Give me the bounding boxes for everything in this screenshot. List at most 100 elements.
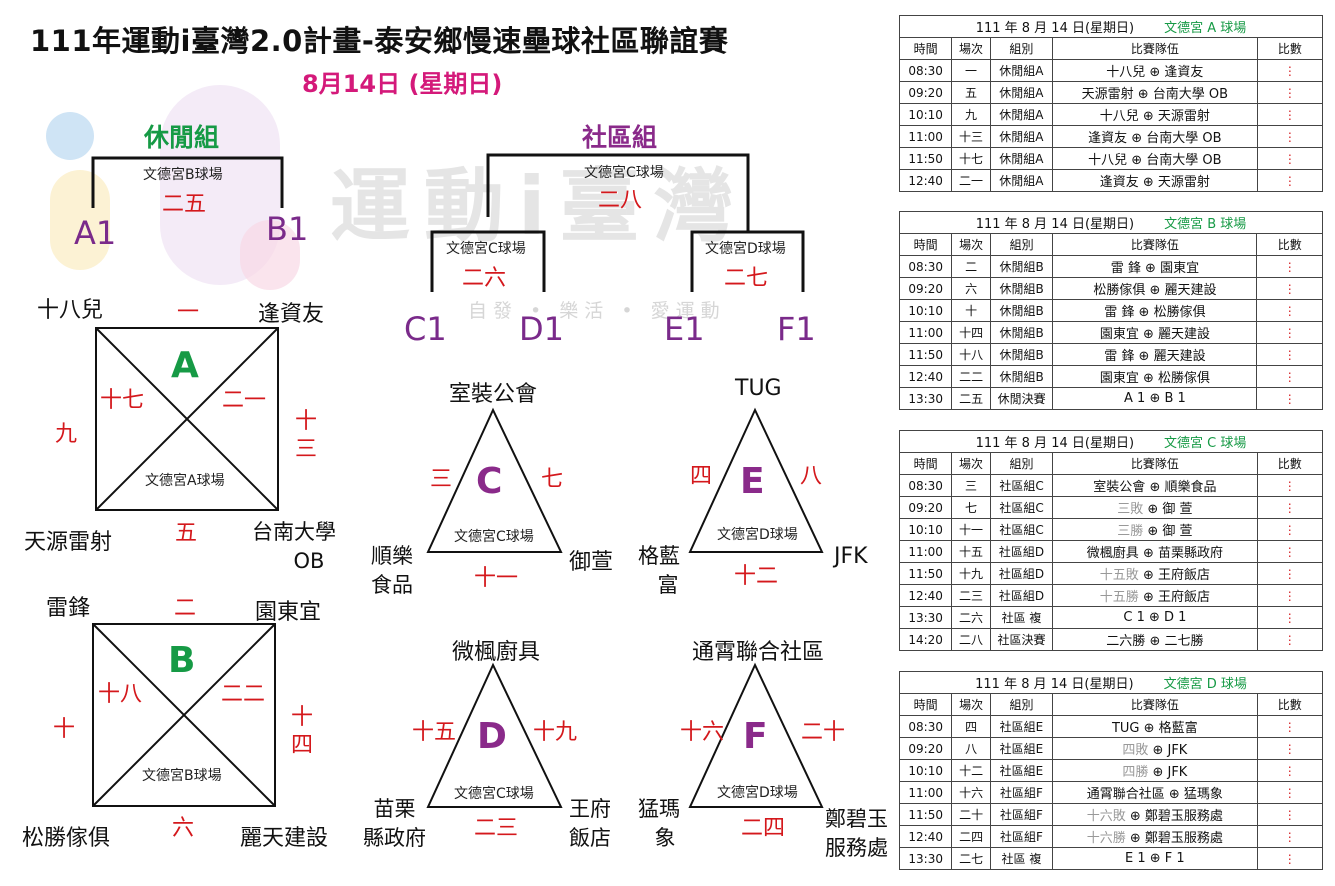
match-teams: 四敗 ⊕ JFK [1052, 737, 1258, 760]
versus-icon: ⊕ [1127, 153, 1147, 168]
home-team: 二六勝 [1106, 634, 1146, 649]
match-group: 休閒組B [989, 255, 1054, 278]
schedule-header-row: 111 年 8 月 14 日(星期日)文德宮 D 球場 [899, 671, 1323, 694]
match-no: 二六 [951, 606, 991, 629]
pool-c-team-top: 室裝公會 [449, 382, 538, 407]
match-no: 八 [951, 737, 991, 760]
match-time: 08:30 [898, 59, 953, 82]
pool-e-letter: E [740, 461, 765, 502]
away-team: JFK [1167, 743, 1188, 758]
column-header: 比賽隊伍 [1052, 452, 1258, 475]
home-team: 十八兒 [1099, 109, 1139, 124]
pool-d-team-top: 微楓廚具 [452, 640, 541, 665]
versus-icon: ⊕ [1164, 787, 1184, 802]
match-score: ⋮ [1256, 737, 1324, 760]
away-team: 麗天建設 [1158, 327, 1211, 342]
match-time: 13:30 [898, 606, 953, 629]
away-team: 鄭碧玉服務處 [1144, 809, 1223, 824]
away-team: 格藍富 [1158, 721, 1198, 736]
pool-a-letter: A [171, 345, 199, 386]
home-team: C 1 [1123, 610, 1145, 625]
versus-icon: ⊕ [1143, 524, 1163, 539]
match-no: 三 [951, 474, 991, 497]
home-team: 通霄聯合社區 [1086, 787, 1165, 802]
match-score: ⋮ [1256, 81, 1324, 104]
match-teams: 十六敗 ⊕ 鄭碧玉服務處 [1052, 803, 1258, 826]
home-team: 雷 鋒 [1104, 349, 1135, 364]
semi-right-venue: 文德宮D球場 [705, 241, 786, 257]
pool-e-team-br: JFK [834, 544, 868, 569]
match-score: ⋮ [1256, 474, 1324, 497]
pool-f-letter: F [743, 716, 768, 757]
pool-a-team-br-line2: OB [293, 549, 325, 573]
leisure-final-match-no: 二五 [162, 192, 207, 217]
match-score: ⋮ [1256, 518, 1324, 541]
pool-c-team-bl: 順樂 食品 [371, 542, 413, 600]
match-no: 二八 [951, 628, 991, 651]
match-time: 11:50 [898, 562, 953, 585]
match-no: 十三 [951, 125, 991, 148]
schedule-column-headers: 時間場次組別比賽隊伍比數 [898, 452, 1324, 475]
away-team: 麗天建設 [1164, 283, 1217, 298]
home-team: 雷 鋒 [1104, 305, 1135, 320]
pool-a-num-bottom: 五 [175, 521, 198, 546]
community-seed-f1: F1 [777, 310, 816, 348]
pool-a-num-diag-left: 十七 [100, 388, 145, 413]
match-teams: 十五敗 ⊕ 王府飯店 [1052, 562, 1258, 585]
match-no: 十 [951, 299, 991, 322]
pool-d-team-br: 王府 飯店 [569, 795, 611, 853]
match-score: ⋮ [1256, 125, 1324, 148]
versus-icon: ⊕ [1139, 721, 1159, 736]
pool-b-num-diag-right: 二二 [221, 682, 266, 707]
match-time: 11:00 [898, 321, 953, 344]
match-score: ⋮ [1256, 255, 1323, 278]
pool-a-venue: 文德宮A球場 [145, 473, 225, 489]
column-header: 比賽隊伍 [1052, 233, 1258, 256]
pool-d-team-br-2: 飯店 [569, 826, 611, 850]
schedule-date: 111 年 8 月 14 日(星期日) [975, 21, 1135, 36]
away-team: 天源雷射 [1157, 175, 1210, 190]
match-no: 十七 [951, 147, 991, 170]
pool-e-num-right: 八 [800, 464, 823, 489]
column-header: 時間 [898, 693, 953, 716]
pool-a-num-diag-right: 二一 [222, 388, 267, 413]
away-team: 天源雷射 [1157, 109, 1210, 124]
match-score: ⋮ [1256, 321, 1323, 344]
match-group: 休閒組B [989, 365, 1054, 388]
match-no: 一 [951, 59, 991, 82]
match-time: 08:30 [898, 715, 953, 738]
home-team: 園東宜 [1099, 371, 1139, 386]
match-time: 09:20 [898, 277, 953, 300]
leisure-seed-b1: B1 [266, 210, 309, 248]
pool-e-team-bl-1: 格藍 [638, 544, 680, 568]
match-time: 12:40 [898, 365, 953, 388]
away-team: 台南大學 OB [1152, 87, 1229, 102]
home-team: 十六勝 [1086, 831, 1126, 846]
match-group: 社區組F [989, 825, 1054, 848]
versus-icon: ⊕ [1138, 109, 1158, 124]
match-time: 09:20 [898, 737, 953, 760]
away-team: 逢資友 [1164, 65, 1204, 80]
match-teams: 三勝 ⊕ 御 萱 [1052, 518, 1258, 541]
pool-a-team-tl: 十八兒 [37, 298, 104, 323]
pool-c-num-right: 七 [541, 467, 564, 492]
home-team: 微楓廚具 [1086, 546, 1139, 561]
match-teams: 園東宜 ⊕ 麗天建設 [1052, 321, 1258, 344]
match-time: 12:40 [898, 584, 953, 607]
column-header: 比賽隊伍 [1052, 693, 1258, 716]
versus-icon: ⊕ [1125, 831, 1145, 846]
match-no: 五 [951, 81, 991, 104]
home-team: 十六敗 [1086, 809, 1126, 824]
pool-f-venue: 文德宮D球場 [717, 785, 798, 801]
